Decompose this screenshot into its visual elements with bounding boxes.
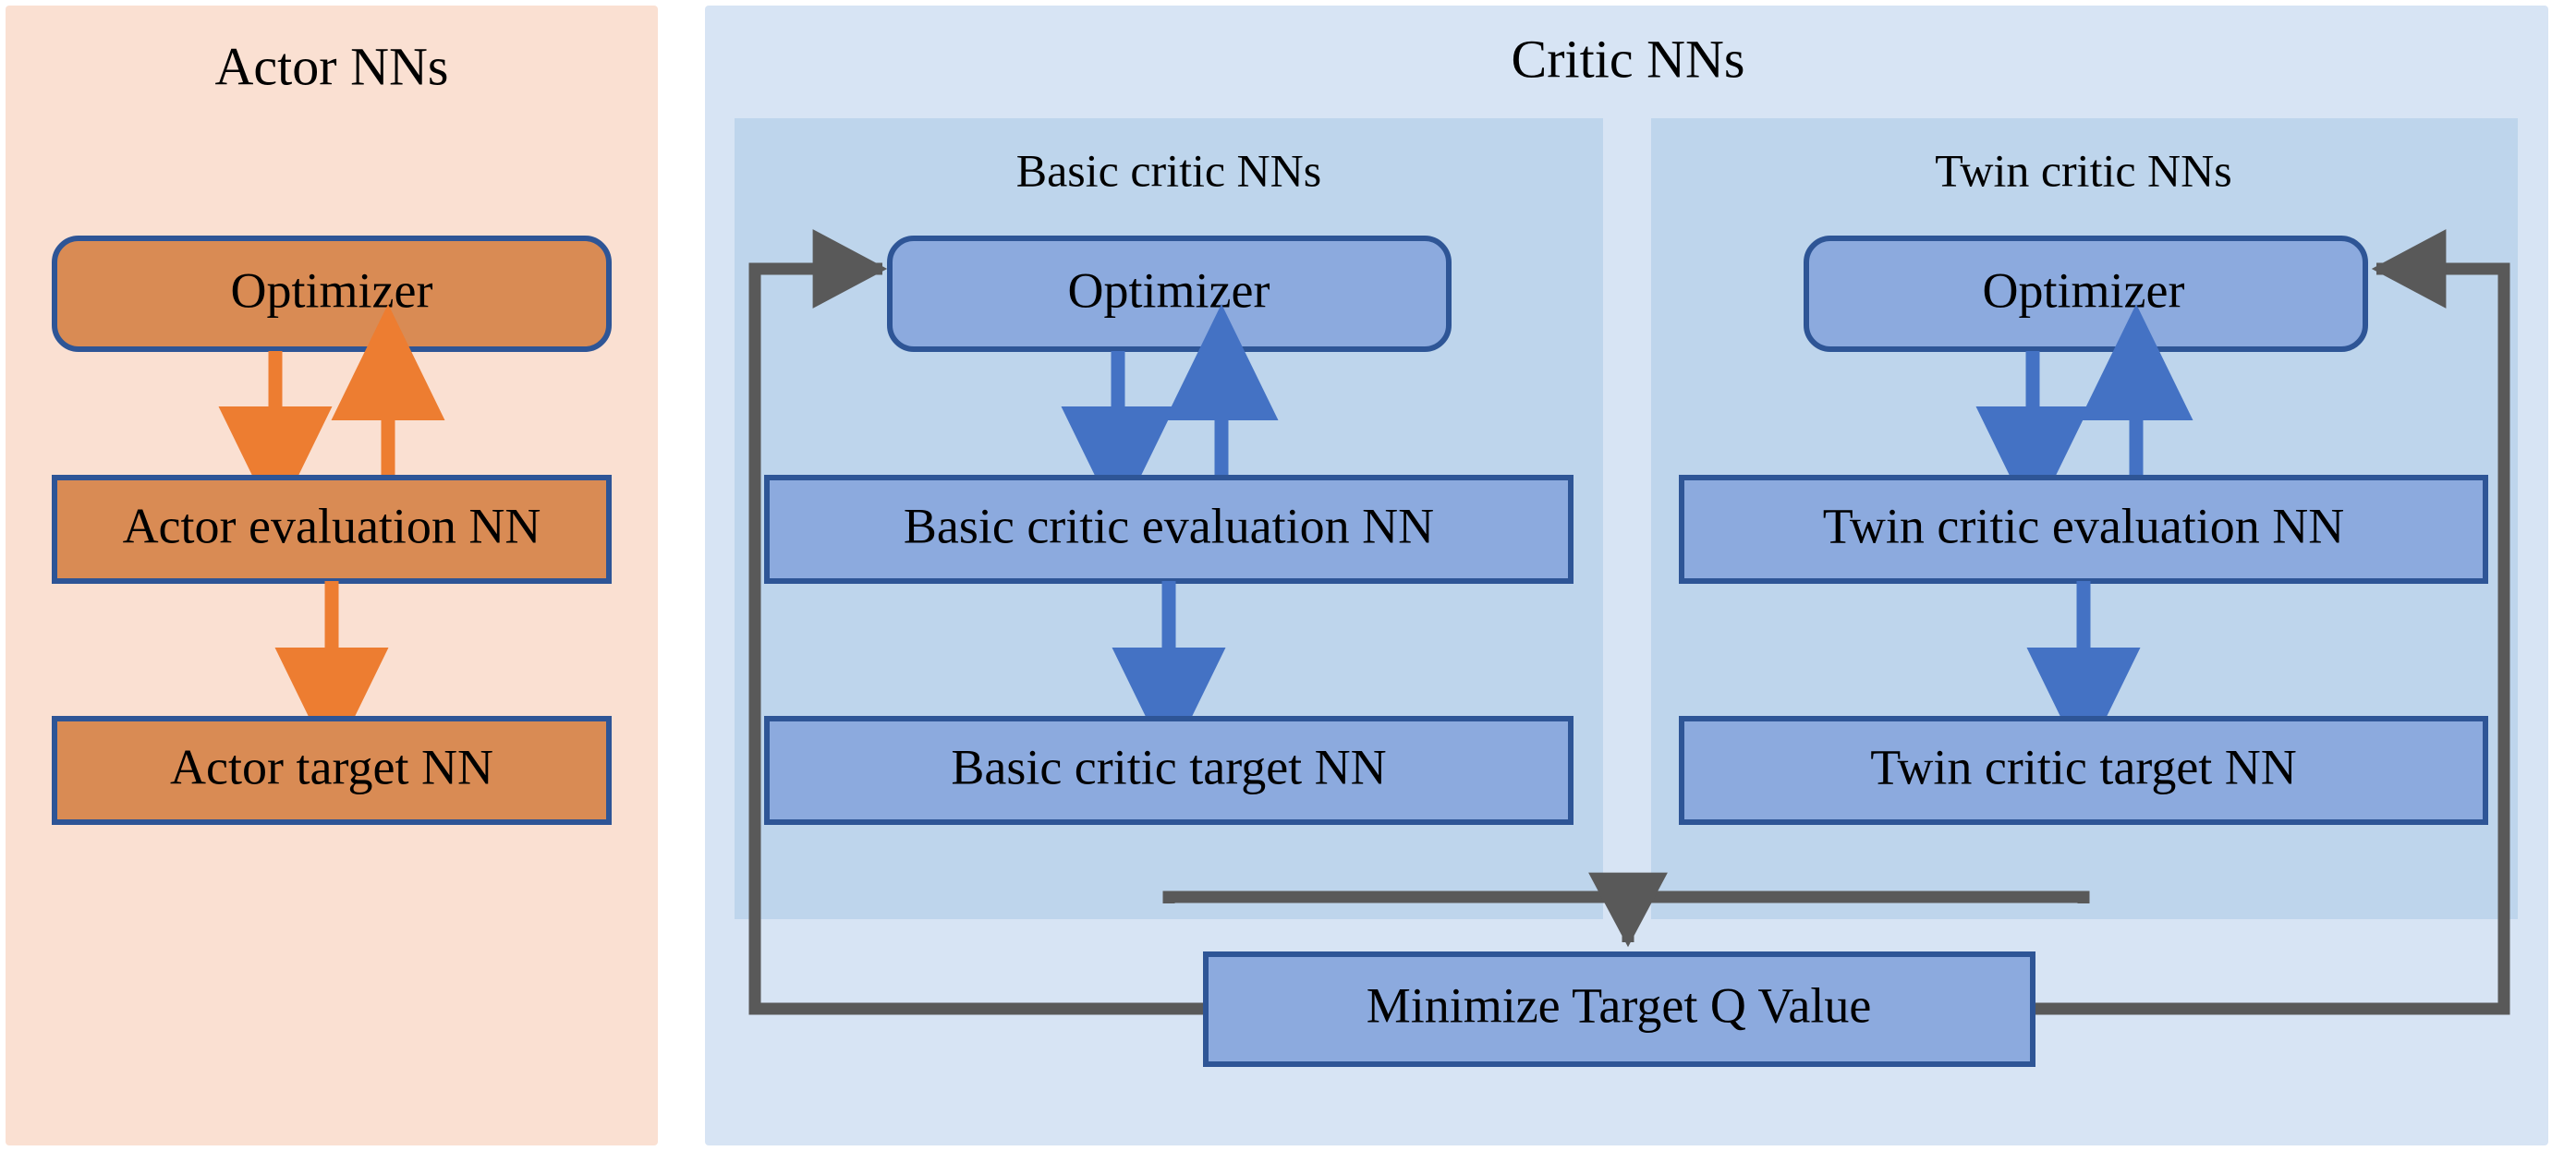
twin-critic-target-nn-node[interactable]: Twin critic target NN [1679,716,2488,825]
basic-critic-group: Optimizer Basic critic evaluation NN Bas… [764,236,1574,825]
actor-optimizer-node[interactable]: Optimizer [52,236,612,352]
twin-critic-evaluation-nn-label: Twin critic evaluation NN [1823,498,2345,553]
basic-target-to-minimize-connector [1162,891,1629,903]
twin-critic-subpanel-title: Twin critic NNs [1935,144,2231,196]
basic-optimizer-node[interactable]: Optimizer [887,236,1452,352]
twin-optimizer-node[interactable]: Optimizer [1804,236,2368,352]
twin-critic-evaluation-nn-box[interactable] [1679,475,2488,584]
twin-critic-target-nn-box[interactable] [1679,716,2488,825]
twin-critic-target-nn-label: Twin critic target NN [1870,739,2297,794]
critic-panel-title: Critic NNs [1512,29,1745,89]
critic-panel: Critic NNs Basic critic NNs Twin critic … [705,6,2548,1145]
basic-critic-target-nn-node[interactable]: Basic critic target NN [764,716,1574,825]
actor-evaluation-nn-box[interactable] [52,475,612,584]
actor-target-nn-box[interactable] [52,716,612,825]
minimize-target-q-value-node[interactable]: Minimize Target Q Value [1203,951,2035,1067]
basic-critic-evaluation-nn-label: Basic critic evaluation NN [904,498,1434,553]
actor-panel: Actor NNs Optimizer Actor evaluation NN … [6,6,658,1145]
basic-optimizer-label: Optimizer [1068,262,1270,318]
minimize-to-basic-optimizer-connector [748,229,1206,1015]
actor-evaluation-nn-node[interactable]: Actor evaluation NN [52,475,612,584]
actor-target-nn-label: Actor target NN [170,739,493,794]
minimize-to-twin-optimizer-connector [2033,229,2510,1015]
basic-critic-evaluation-nn-node[interactable]: Basic critic evaluation NN [764,475,1574,584]
actor-target-nn-node[interactable]: Actor target NN [52,716,612,825]
twin-optimizer-label: Optimizer [1983,262,2185,318]
twin-target-to-minimize-connector [1629,891,2090,903]
actor-evaluation-nn-label: Actor evaluation NN [123,498,541,553]
actor-panel-title: Actor NNs [215,36,449,96]
minimize-target-q-value-box[interactable] [1203,951,2035,1067]
actor-optimizer-label: Optimizer [231,262,433,318]
basic-critic-target-nn-label: Basic critic target NN [951,739,1386,794]
twin-critic-evaluation-nn-node[interactable]: Twin critic evaluation NN [1679,475,2488,584]
basic-critic-subpanel-title: Basic critic NNs [1016,144,1321,196]
twin-critic-group: Optimizer Twin critic evaluation NN Twin… [1679,236,2488,825]
minimize-target-q-value-label: Minimize Target Q Value [1367,977,1872,1033]
basic-critic-evaluation-nn-box[interactable] [764,475,1574,584]
basic-critic-target-nn-box[interactable] [764,716,1574,825]
